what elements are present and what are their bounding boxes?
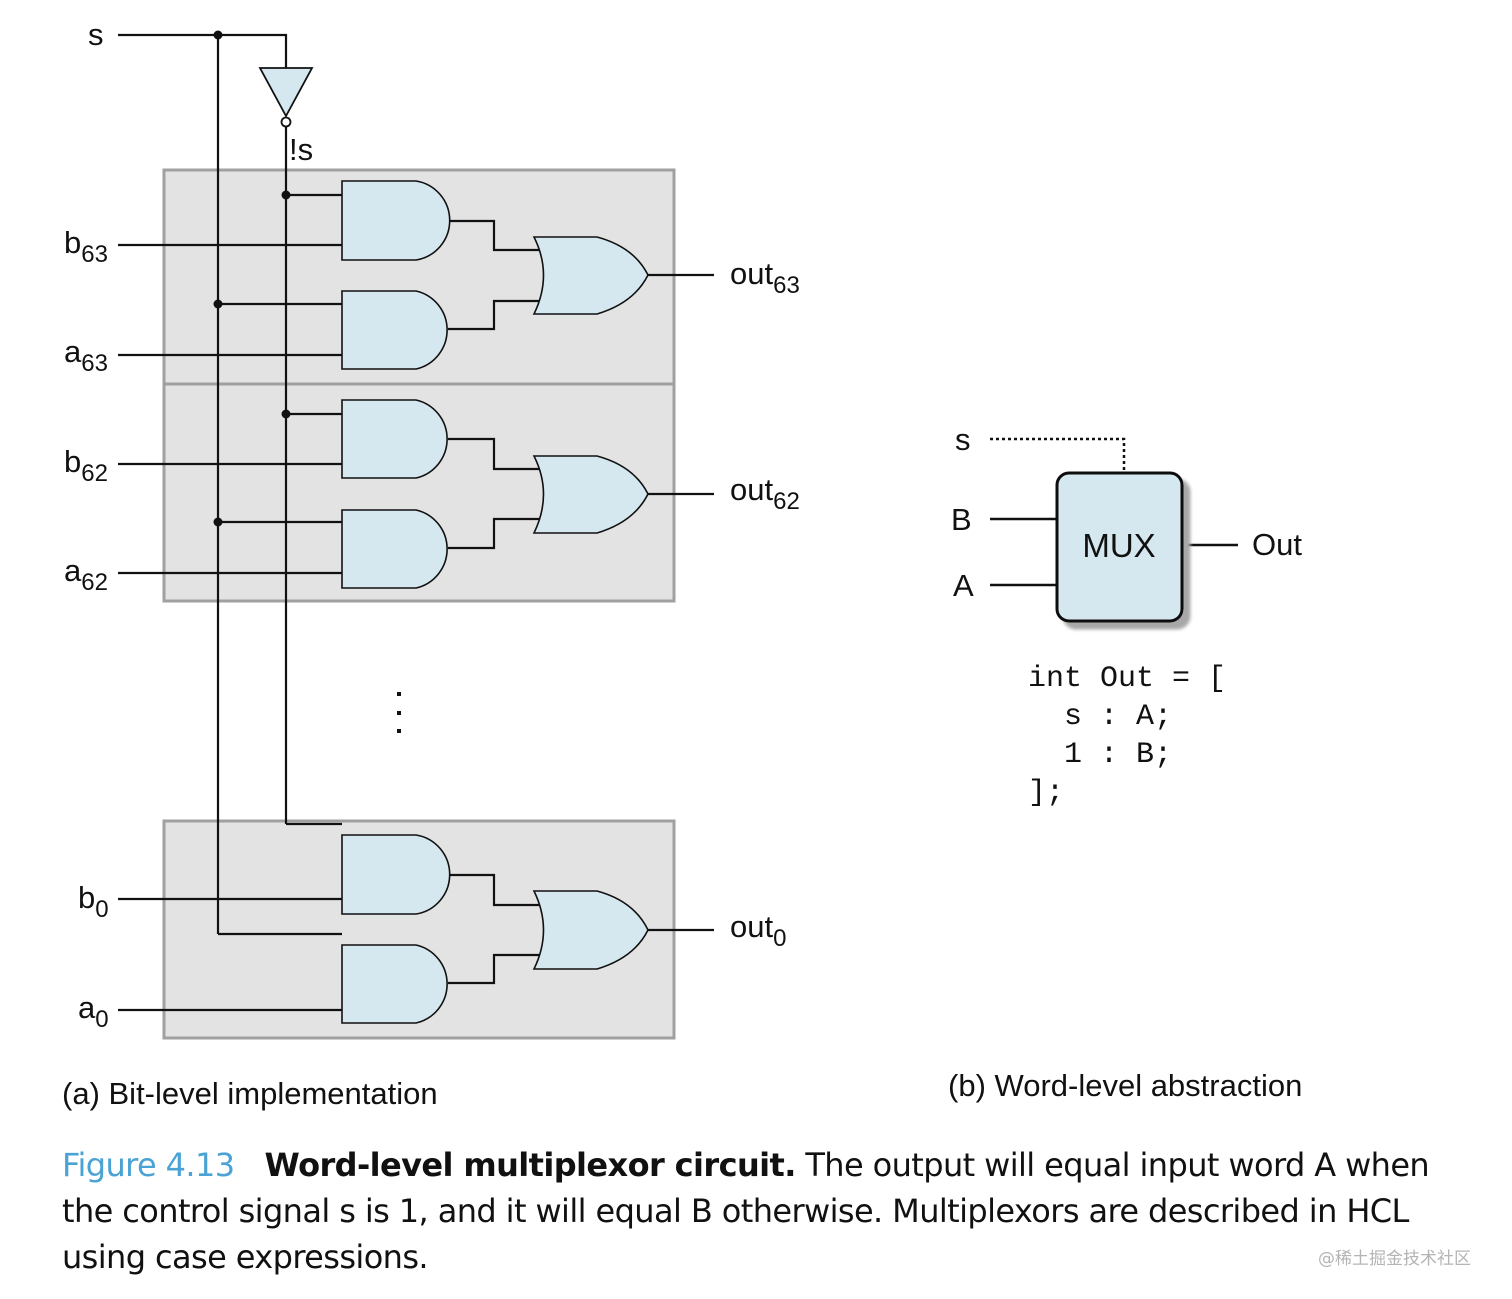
input-a-label: a63: [64, 334, 108, 377]
input-b-label: b0: [78, 880, 109, 923]
input-b-label: b63: [64, 225, 108, 268]
input-b-label: b62: [64, 444, 108, 487]
ellipsis-icon: [397, 692, 401, 733]
subcaption-bit-level: (a) Bit-level implementation: [62, 1076, 438, 1111]
select-label: s: [88, 17, 104, 52]
subcaption-word-level: (b) Word-level abstraction: [948, 1068, 1303, 1103]
inverter-bubble: [280, 116, 292, 128]
inverter-gate: [258, 67, 314, 118]
bit-level-implementation: s !s: [64, 17, 800, 1040]
slice-63: b63 a63 out63: [64, 180, 800, 377]
slice-62: b62 a62 out62: [64, 399, 800, 596]
junction-dots: [213, 30, 291, 527]
word-level-abstraction: s MUX B A Out int Out = [ s : A; 1 : B; …: [951, 422, 1302, 810]
figure-title: Word-level multiplexor circuit.: [264, 1146, 797, 1184]
input-b-word-label: B: [951, 502, 972, 537]
and-gate: [341, 290, 448, 370]
and-gate: [341, 399, 448, 479]
or-gate: [532, 236, 649, 315]
output-label: out0: [730, 909, 786, 952]
hcl-line: 1 : B;: [1028, 738, 1172, 772]
hcl-code: int Out = [ s : A; 1 : B; ];: [1028, 662, 1226, 810]
or-gate: [532, 455, 649, 534]
mux-label: MUX: [1082, 527, 1155, 564]
figure-caption: Figure 4.13 Word-level multiplexor circui…: [62, 1142, 1452, 1280]
figure-number: Figure 4.13: [62, 1146, 235, 1184]
or-gate: [532, 890, 649, 970]
hcl-line: int Out = [: [1028, 662, 1226, 696]
input-a-label: a0: [78, 990, 109, 1033]
output-label: out62: [730, 472, 800, 515]
select-wires: [118, 33, 342, 936]
output-word-label: Out: [1252, 527, 1302, 562]
slice-0: b0 a0 out0: [78, 834, 786, 1033]
hcl-line: ];: [1028, 776, 1064, 810]
and-gate: [341, 944, 448, 1024]
figure-description: The output will equal input word A when …: [62, 1146, 1430, 1276]
not-select-label: !s: [289, 132, 313, 167]
watermark: @稀土掘金技术社区: [1318, 1249, 1471, 1269]
input-a-label: a62: [64, 553, 108, 596]
and-gate: [341, 509, 448, 589]
output-label: out63: [730, 256, 800, 299]
hcl-line: s : A;: [1028, 700, 1172, 734]
and-gate: [341, 834, 451, 915]
mux-block: [1055, 471, 1184, 623]
select-dotted-wire: [990, 437, 1126, 472]
and-gate: [341, 180, 451, 261]
word-select-label: s: [955, 422, 971, 457]
input-a-word-label: A: [953, 568, 974, 603]
